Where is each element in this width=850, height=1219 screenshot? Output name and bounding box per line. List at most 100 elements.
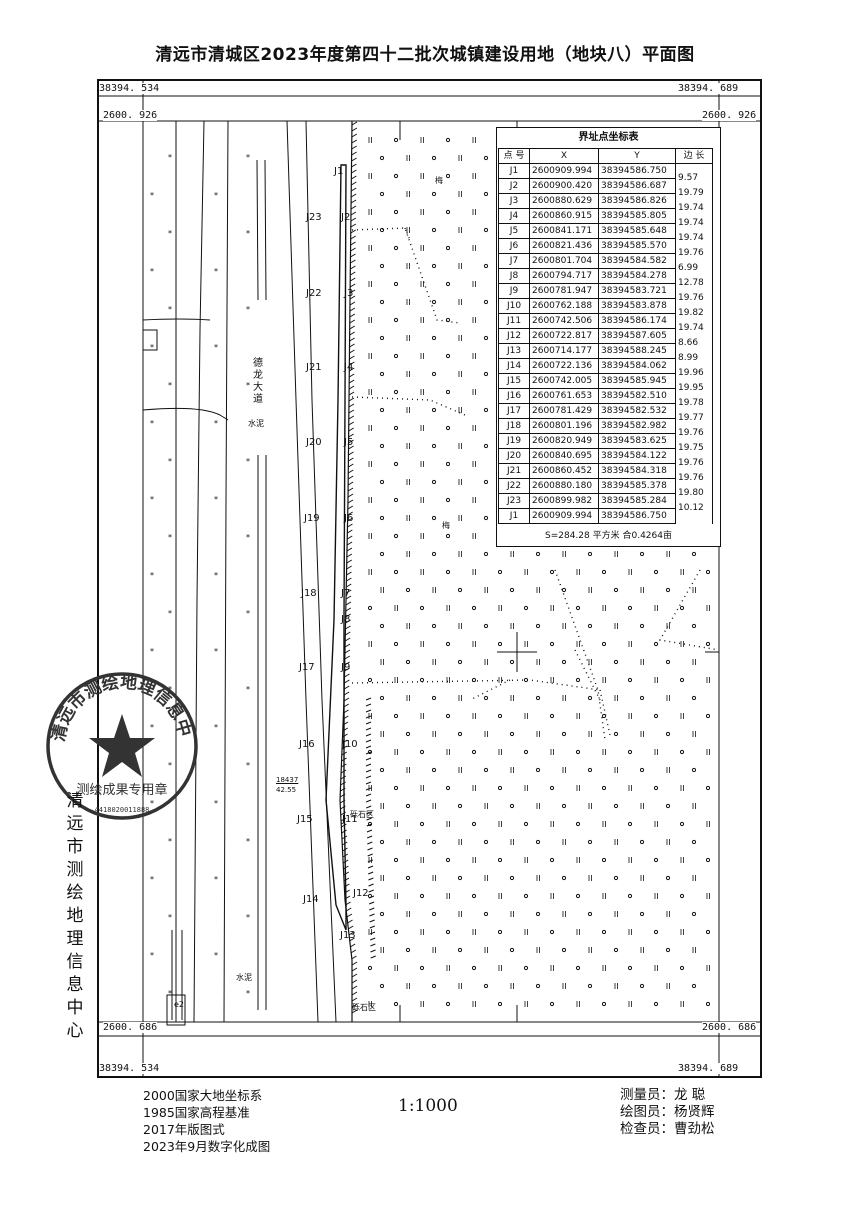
field-grass-symbol [654, 893, 658, 899]
field-grass-symbol [394, 605, 398, 611]
hatch-mark [351, 1003, 358, 1008]
field-circle-symbol [483, 263, 489, 269]
cell-point: J11 [498, 313, 530, 329]
field-circle-symbol [665, 587, 671, 593]
field-circle-symbol [405, 875, 411, 881]
cell-point: J12 [498, 328, 530, 344]
field-grass-symbol [432, 587, 436, 593]
hatch-mark [349, 307, 356, 312]
vegetation-symbol: * [214, 419, 218, 428]
field-grass-symbol [368, 857, 372, 863]
field-circle-symbol [379, 263, 385, 269]
stone-area-label-2: 砾石区 [352, 1003, 376, 1012]
field-grass-symbol [524, 785, 528, 791]
frame-coord-bottom-left-y: 38394. 534 [99, 1063, 160, 1074]
field-grass-symbol [368, 929, 372, 935]
building-block [142, 329, 158, 351]
field-grass-symbol [472, 1001, 476, 1007]
hatch-mark [349, 937, 355, 942]
field-grass-symbol [666, 623, 670, 629]
hatch-mark [351, 127, 358, 132]
field-circle-symbol [535, 983, 541, 989]
field-circle-symbol [665, 875, 671, 881]
field-circle-symbol [653, 1001, 659, 1007]
cell-y: 38394585.945 [598, 373, 676, 389]
field-grass-symbol [446, 605, 450, 611]
field-grass-symbol [602, 821, 606, 827]
cell-distance: 19.76 [675, 425, 713, 441]
hatch-mark [365, 703, 372, 707]
hatch-mark [349, 283, 356, 288]
field-circle-symbol [561, 803, 567, 809]
frame-coord-bottom-left-x: 2600. 686 [103, 1022, 158, 1033]
boundary-point-label-j22: J22 [306, 288, 322, 299]
cell-x: 2600794.717 [529, 268, 599, 284]
field-circle-symbol [627, 965, 633, 971]
hatch-mark [341, 757, 347, 762]
field-grass-symbol [458, 515, 462, 521]
cell-distance: 19.80 [675, 485, 713, 501]
field-circle-symbol [613, 875, 619, 881]
field-circle-symbol [367, 677, 373, 683]
field-circle-symbol [379, 191, 385, 197]
field-circle-symbol [705, 785, 711, 791]
field-grass-symbol [406, 983, 410, 989]
boundary-point-label-j4: J4 [344, 362, 354, 373]
cell-point: J17 [498, 403, 530, 419]
field-circle-symbol [393, 245, 399, 251]
field-circle-symbol [653, 929, 659, 935]
field-grass-symbol [432, 947, 436, 953]
field-grass-symbol [614, 623, 618, 629]
field-grass-symbol [498, 605, 502, 611]
field-grass-symbol [510, 551, 514, 557]
field-grass-symbol [614, 983, 618, 989]
vegetation-symbol: * [246, 685, 250, 694]
vegetation-symbol: * [214, 267, 218, 276]
boundary-point-label-j19: J19 [304, 513, 320, 524]
field-circle-symbol [445, 353, 451, 359]
field-circle-symbol [549, 929, 555, 935]
boundary-point-label-j16: J16 [299, 739, 315, 750]
cell-distance: 19.76 [675, 455, 713, 471]
field-circle-symbol [483, 299, 489, 305]
vegetation-symbol: * [246, 837, 250, 846]
field-circle-symbol [509, 587, 515, 593]
field-grass-symbol [484, 803, 488, 809]
hatch-mark [368, 871, 374, 875]
field-circle-symbol [705, 1001, 711, 1007]
field-grass-symbol [562, 623, 566, 629]
field-circle-symbol [431, 479, 437, 485]
field-circle-symbol [705, 569, 711, 575]
field-grass-symbol [640, 731, 644, 737]
field-circle-symbol [379, 623, 385, 629]
footer-checker: 检查员：曹劲松 [620, 1121, 715, 1137]
field-grass-symbol [588, 875, 592, 881]
field-grass-symbol [406, 191, 410, 197]
hatch-mark [343, 685, 350, 690]
cell-point: J19 [498, 433, 530, 449]
cell-distance [675, 515, 713, 531]
field-circle-symbol [601, 641, 607, 647]
field-circle-symbol [445, 173, 451, 179]
vegetation-symbol: * [168, 457, 172, 466]
cell-y: 38394584.582 [598, 253, 676, 269]
vegetation-symbol: * [168, 913, 172, 922]
hatch-mark [351, 985, 358, 990]
hatch-mark [366, 805, 372, 809]
vegetation-symbol: * [246, 457, 250, 466]
hatch-mark [365, 757, 372, 761]
field-circle-symbol [393, 1001, 399, 1007]
field-circle-symbol [419, 677, 425, 683]
vegetation-symbol: * [168, 837, 172, 846]
field-circle-symbol [431, 551, 437, 557]
hatch-mark [346, 577, 352, 582]
field-circle-symbol [419, 893, 425, 899]
cell-x: 2600841.171 [529, 223, 599, 239]
field-circle-symbol [497, 1001, 503, 1007]
header-point: 点 号 [498, 148, 530, 164]
field-grass-symbol [706, 821, 710, 827]
vegetation-symbol: * [246, 153, 250, 162]
hatch-mark [365, 697, 372, 701]
